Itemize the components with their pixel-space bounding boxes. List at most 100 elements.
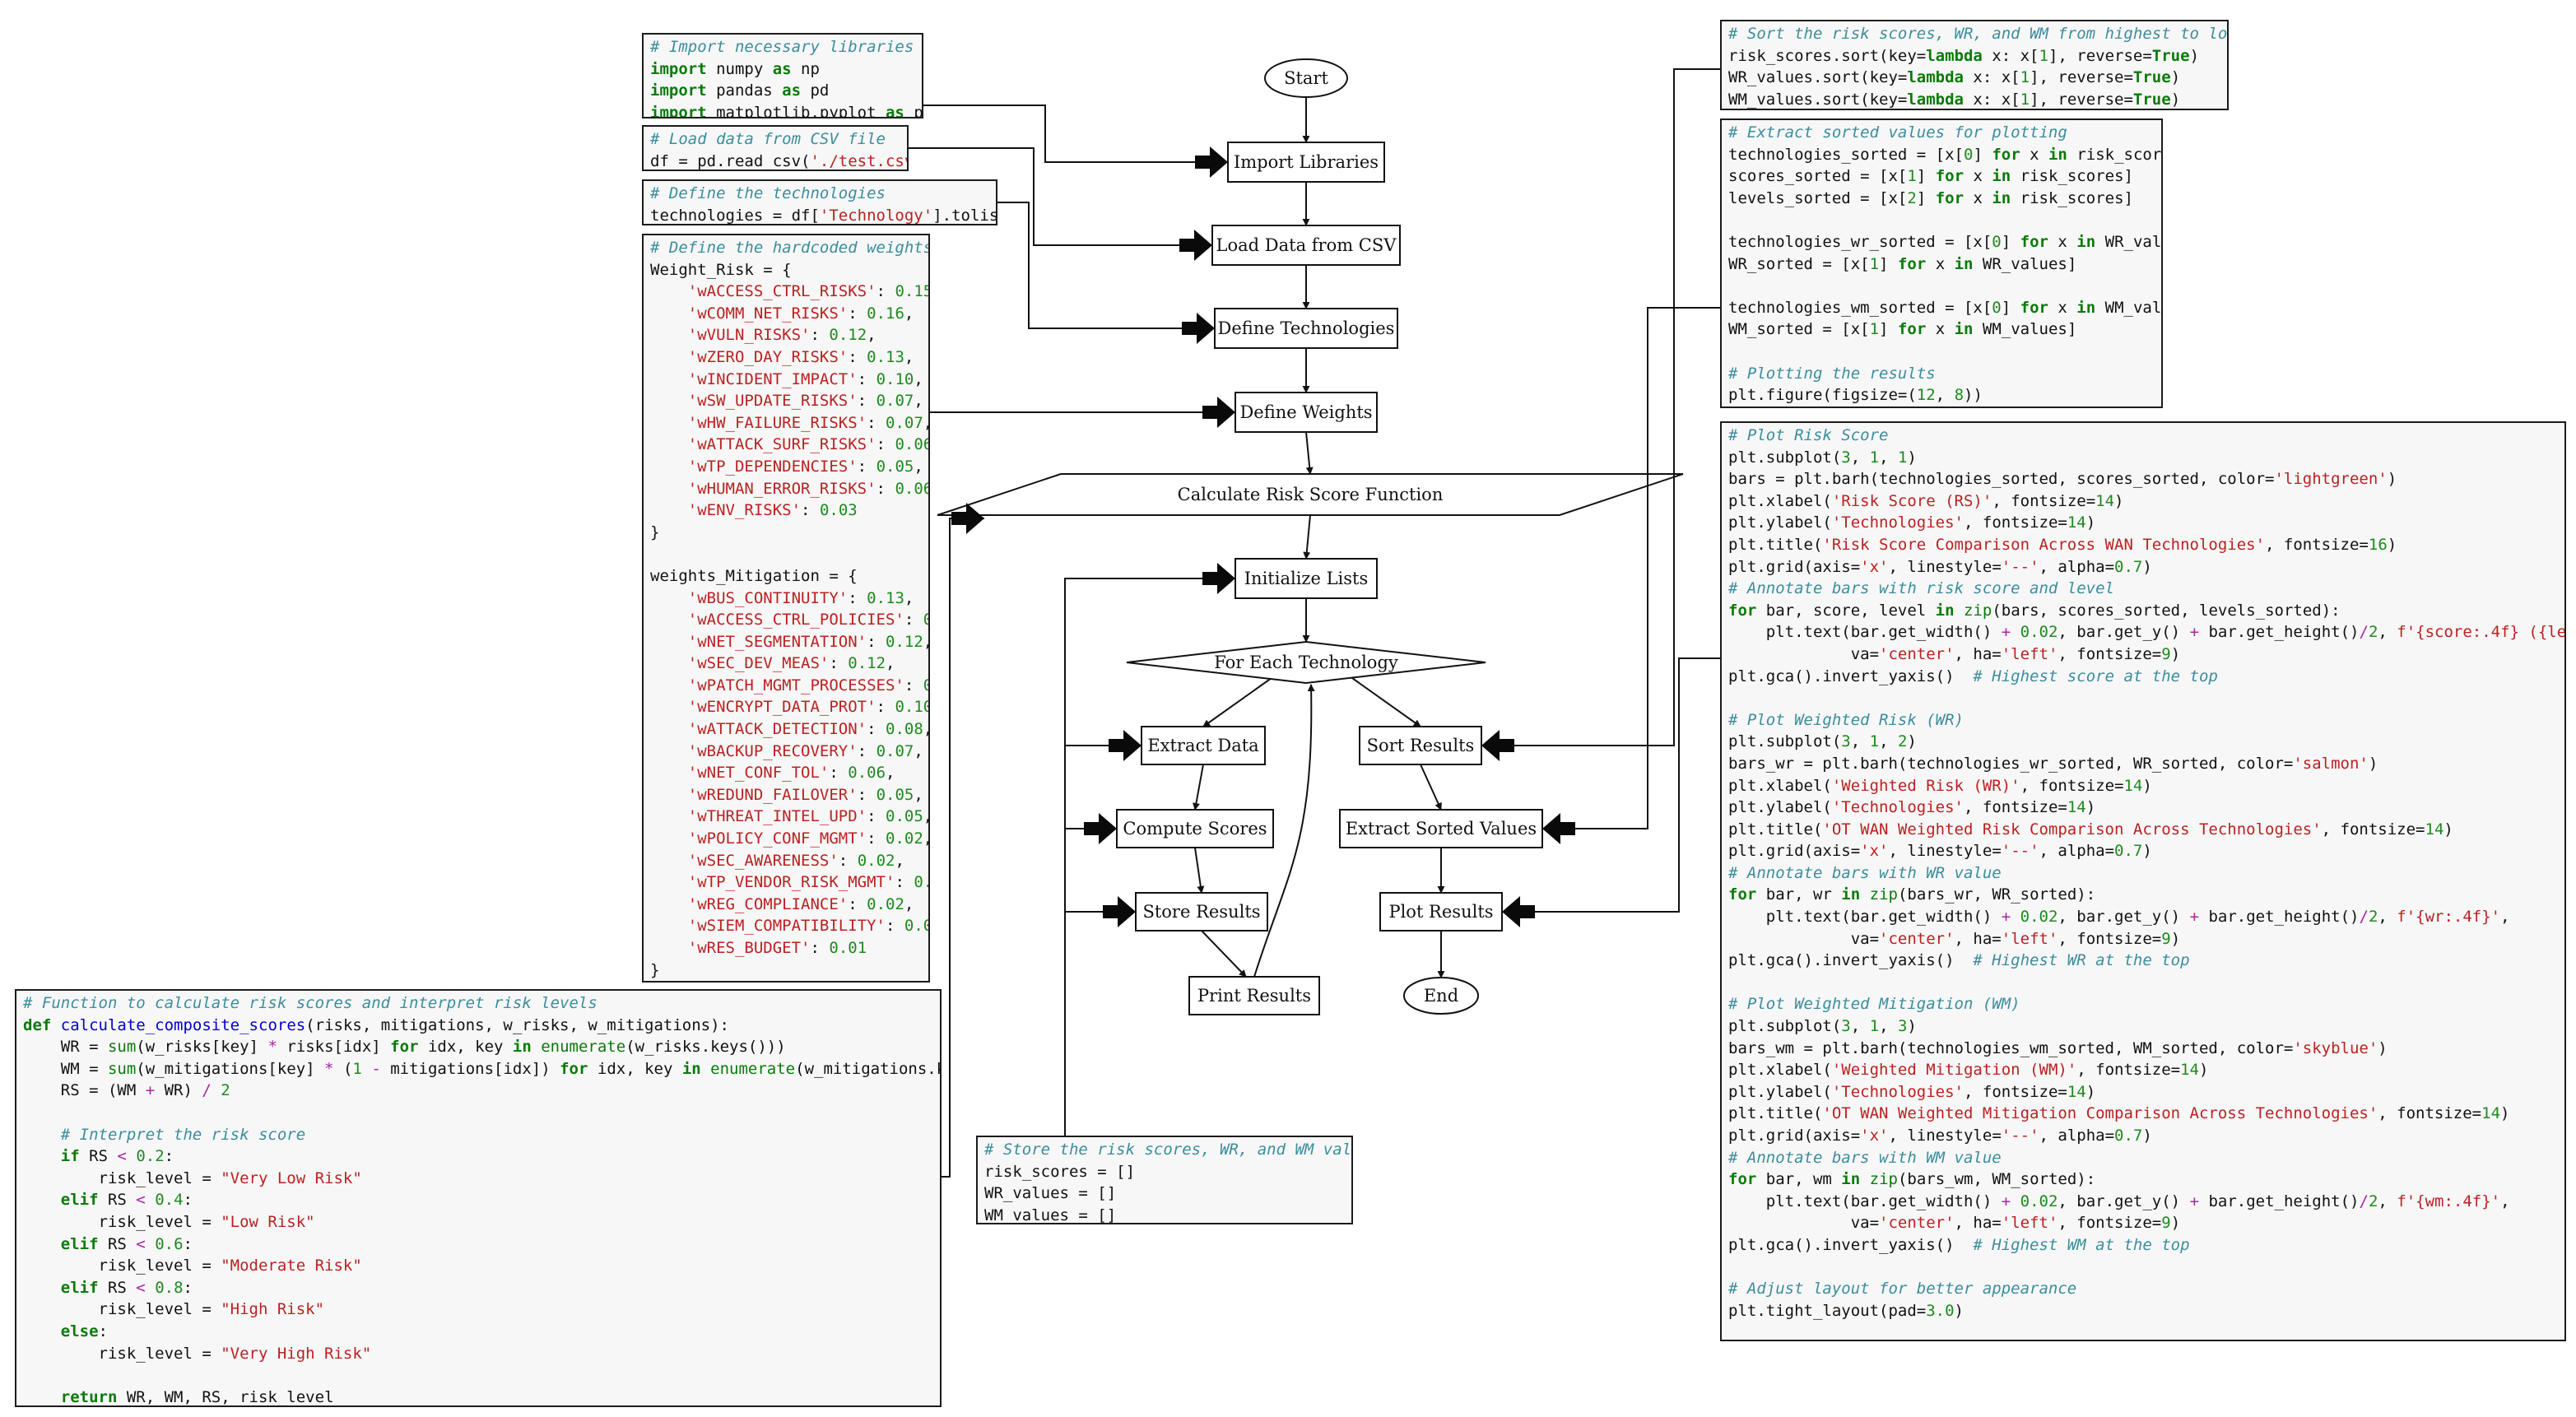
- node-store: Store Results: [1135, 892, 1268, 932]
- code-token: True: [2151, 46, 2190, 65]
- code-token: 0: [1992, 232, 2002, 251]
- code-token: (w_mitigations.keys())): [795, 1059, 940, 1078]
- code-line: # Plot Weighted Risk (WR): [1728, 709, 2558, 732]
- code-token: 'center': [1879, 929, 1955, 948]
- code-token: :: [810, 939, 830, 957]
- code-token: for: [1992, 145, 2020, 164]
- code-token: 3: [1841, 1017, 1851, 1036]
- code-token: 'wCOMM_NET_RISKS': [687, 304, 849, 323]
- code-token: 0.07: [876, 741, 914, 760]
- code-token: [1860, 885, 1869, 904]
- code-token: ,: [904, 304, 914, 323]
- code-token: in: [1954, 320, 1974, 339]
- code-line: else:: [23, 1321, 933, 1343]
- code-line: # Store the risk scores, WR, and WM valu…: [984, 1139, 1351, 1161]
- node-loop: For Each Technology: [1126, 640, 1486, 685]
- code-token: 'wACCESS_CTRL_POLICIES': [687, 611, 904, 630]
- code-line: import matplotlib.pyplot as plt: [650, 102, 922, 118]
- code-token: [23, 1147, 61, 1165]
- code-token: 'Weighted Mitigation (WM)': [1831, 1061, 2077, 1080]
- code-token: [650, 304, 688, 323]
- code-token: 1: [2039, 46, 2048, 65]
- node-load: Load Data from CSV: [1211, 225, 1401, 266]
- code-token: WM_values]: [1973, 320, 2077, 339]
- code-token: ,: [914, 457, 923, 476]
- code-token: ,: [914, 741, 923, 760]
- code-token: [650, 829, 688, 848]
- code-line: WR_values.sort(key=lambda x: x[1], rever…: [1728, 67, 2220, 89]
- code-line: WM = sum(w_mitigations[key] * (1 - mitig…: [23, 1058, 940, 1080]
- code-token: [650, 392, 688, 410]
- code-line: for bar, wr in zip(bars_wr, WR_sorted):: [1728, 884, 2558, 906]
- code-token: ,: [923, 720, 928, 738]
- code-token: plt.xlabel(: [1728, 1061, 1832, 1080]
- code-token: , fontsize=: [1992, 491, 2096, 510]
- node-label: Import Libraries: [1234, 152, 1379, 172]
- code-line: technologies_wr_sorted = [x[0] for x in …: [1728, 231, 2161, 253]
- code-line: [1728, 972, 2558, 994]
- edge-sort-to-extract-sorted: [1420, 764, 1442, 811]
- code-line: technologies = df['Technology'].tolist(): [650, 205, 996, 224]
- code-token: (bars, scores_sorted, levels_sorted):: [1992, 601, 2341, 620]
- code-token: 'wRES_BUDGET': [687, 939, 811, 957]
- code-token: # Annotate bars with risk score and leve…: [1728, 579, 2114, 598]
- node-end: End: [1403, 977, 1479, 1015]
- code-token: ): [2170, 644, 2181, 663]
- code-token: # Define the hardcoded weights: [650, 239, 930, 257]
- code-line: 'wNET_CONF_TOL': 0.06,: [650, 762, 922, 784]
- code-token: va=: [1728, 929, 1880, 948]
- code-token: +: [2189, 623, 2200, 642]
- connector-plot-code: [1502, 657, 1720, 927]
- code-token: x: [1926, 320, 1955, 339]
- code-token: 'left': [2001, 1214, 2058, 1233]
- code-line: WM_values = []: [984, 1205, 1345, 1223]
- code-line: def calculate_composite_scores(risks, mi…: [23, 1015, 933, 1037]
- node-extract-sorted: Extract Sorted Values: [1339, 809, 1543, 848]
- code-token: [127, 1147, 136, 1165]
- code-token: technologies_sorted = [x[: [1728, 145, 1964, 164]
- code-token: # Highest score at the top: [1973, 667, 2218, 685]
- code-line: [1728, 275, 2155, 297]
- code-token: "Very Low Risk": [221, 1168, 362, 1187]
- code-token: 1: [2020, 68, 2030, 87]
- code-line: WR_sorted = [x[1] for x in WR_values]: [1728, 253, 2155, 276]
- code-token: bars = plt.barh(technologies_sorted, sco…: [1728, 470, 2275, 489]
- code-line: [650, 543, 922, 565]
- code-line: 'wENV_RISKS': 0.03: [650, 499, 922, 522]
- code-token: elif: [60, 1191, 99, 1210]
- code-token: ): [2189, 46, 2200, 65]
- code-token: 0.8: [155, 1278, 184, 1297]
- code-line: risk_level = "Low Risk": [23, 1211, 933, 1233]
- code-token: 0.05: [876, 785, 914, 804]
- code-token: 2: [2368, 623, 2378, 642]
- code-token: 0.1: [923, 676, 928, 695]
- code-token: 'wENV_RISKS': [687, 501, 802, 520]
- node-init: Initialize Lists: [1235, 558, 1378, 599]
- code-token: ,: [914, 785, 923, 804]
- code-token: else: [60, 1322, 99, 1340]
- code-token: 'salmon': [2293, 754, 2369, 773]
- code-token: 3: [1897, 1017, 1908, 1036]
- code-line: risk_level = "Very High Risk": [23, 1343, 933, 1365]
- code-token: 14: [2123, 776, 2143, 795]
- code-token: '--': [2001, 557, 2039, 576]
- code-token: 0.7: [2114, 557, 2143, 576]
- code-line: 'wACCESS_CTRL_RISKS': 0.15,: [650, 281, 928, 303]
- code-token: [650, 326, 688, 344]
- code-token: as: [885, 103, 904, 118]
- code-token: [650, 633, 688, 651]
- code-token: (: [333, 1059, 353, 1078]
- code-token: for: [1897, 254, 1927, 273]
- code-line: 'wPATCH_MGMT_PROCESSES': 0.1: [650, 675, 928, 697]
- code-line: 'wZERO_DAY_RISKS': 0.13,: [650, 346, 922, 369]
- edge-loop-to-extract: [1202, 673, 1278, 727]
- code-token: , fontsize=: [2378, 1104, 2482, 1123]
- code-line: plt.subplot(3, 1, 1): [1728, 447, 2558, 469]
- code-token: ]: [1879, 254, 1898, 273]
- code-line: import numpy as np: [650, 58, 915, 81]
- code-line: plt.grid(axis='x', linestyle='--', alpha…: [1728, 840, 2558, 862]
- code-token: in: [512, 1038, 532, 1057]
- code-token: 'wPOLICY_CONF_MGMT': [687, 829, 867, 848]
- code-line: Weight_Risk = {: [650, 259, 922, 281]
- code-token: :: [885, 917, 904, 936]
